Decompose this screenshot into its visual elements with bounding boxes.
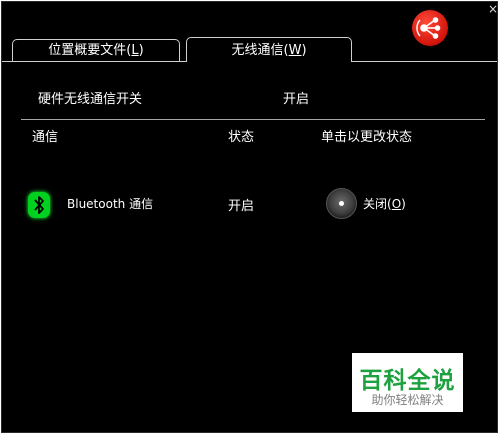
column-header-status: 状态 — [228, 130, 255, 145]
toggle-label[interactable]: 关闭(O) — [363, 197, 406, 211]
device-name: Bluetooth 通信 — [67, 197, 154, 211]
watermark-title: 百科全说 — [359, 368, 456, 394]
toggle-knob — [339, 201, 344, 206]
watermark-subtitle: 助你轻松解决 — [371, 393, 444, 407]
share-icon[interactable] — [412, 10, 448, 46]
device-status: 开启 — [228, 199, 255, 214]
close-icon[interactable]: × — [487, 2, 499, 16]
bluetooth-toggle-button[interactable] — [326, 188, 357, 219]
watermark-logo: 百科全说 助你轻松解决 — [352, 353, 463, 412]
tab-accel: L — [131, 43, 139, 58]
column-header-action: 单击以更改状态 — [321, 130, 413, 145]
tab-strip-line — [2, 61, 186, 62]
tab-location-profiles[interactable]: 位置概要文件(L) — [12, 39, 180, 61]
tab-wireless[interactable]: 无线通信(W) — [186, 37, 352, 62]
tab-strip-line — [352, 61, 497, 62]
divider — [21, 119, 485, 120]
bluetooth-icon — [28, 192, 50, 218]
tab-accel: W — [288, 43, 302, 58]
tab-label: 位置概要文件 — [48, 43, 127, 58]
hardware-switch-label: 硬件无线通信开关 — [38, 92, 143, 107]
column-header-comm: 通信 — [32, 130, 59, 145]
hardware-switch-value: 开启 — [283, 92, 310, 107]
tab-label: 无线通信 — [231, 43, 284, 58]
